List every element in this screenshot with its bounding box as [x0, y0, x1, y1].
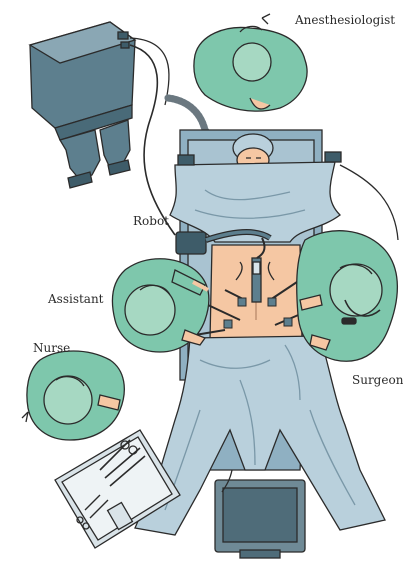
tower-cable-2: [130, 38, 169, 105]
nurse-figure: [22, 351, 124, 440]
foot-monitor: [215, 480, 305, 558]
label-surgeon: Surgeon: [352, 373, 403, 387]
label-nurse: Nurse: [33, 341, 70, 355]
robot-tower: [30, 22, 135, 188]
assistant-figure: [112, 259, 208, 352]
surgeon-figure: [297, 231, 398, 362]
tower-cable-1: [130, 45, 175, 235]
anesthesiologist-figure: [194, 14, 307, 111]
surgeon-console-cable: [340, 165, 398, 240]
label-anesthesiologist: Anesthesiologist: [295, 13, 395, 27]
label-robot: Robot: [133, 214, 169, 228]
label-assistant: Assistant: [48, 292, 104, 306]
